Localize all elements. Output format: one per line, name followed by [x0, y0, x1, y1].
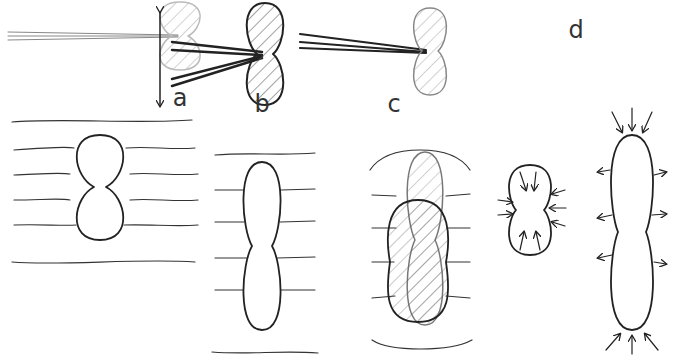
panel-letter: d	[568, 18, 583, 42]
panel-letter: b	[254, 92, 269, 116]
panel-letter: a	[173, 86, 188, 110]
panel-letter: c	[387, 92, 400, 116]
